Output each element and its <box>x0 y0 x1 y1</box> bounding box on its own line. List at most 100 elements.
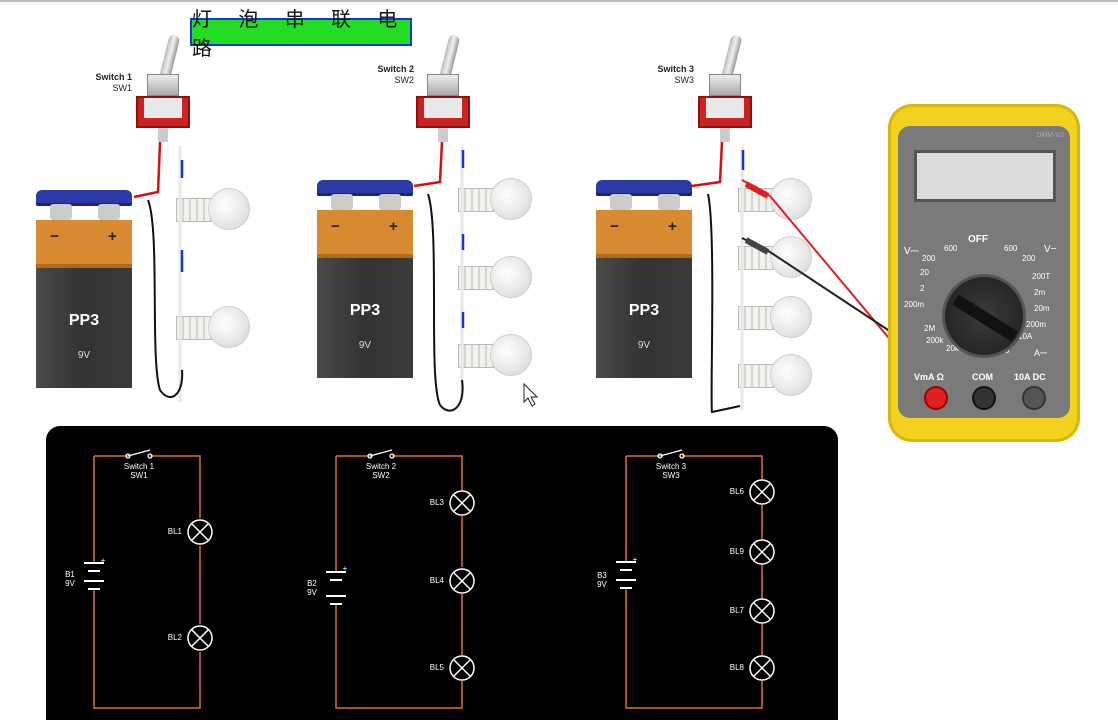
battery-plus-sign: + <box>668 218 677 235</box>
port-com-socket[interactable] <box>972 386 996 410</box>
schematic-battery-1-label: B1 9V <box>60 570 80 588</box>
page-title: 灯 泡 串 联 电 路 <box>190 7 412 60</box>
bulb-glass <box>490 334 532 376</box>
schematic-switch-2-name: Switch 2 <box>365 462 397 471</box>
schematic-lamp-label: BL3 <box>429 498 444 507</box>
switch-body <box>698 96 752 128</box>
bulb-bl3[interactable] <box>458 178 536 224</box>
schematic-lamp-label: BL6 <box>729 487 744 496</box>
range-off-label: OFF <box>968 234 988 245</box>
switch-nut <box>427 74 459 96</box>
schematic-switch-3-label: Switch 3 SW3 <box>640 462 702 480</box>
battery-terminal <box>658 194 680 210</box>
switch-2-ref: SW2 <box>394 75 414 85</box>
bulb-bl9[interactable] <box>738 236 816 282</box>
range-label: 2 <box>920 284 925 293</box>
switch-1-label: Switch 1 SW1 <box>80 72 132 94</box>
battery-label-band <box>596 210 692 258</box>
switch-1-name: Switch 1 <box>95 72 132 82</box>
bulb-bl1[interactable] <box>176 188 254 234</box>
schematic-battery-2-ref: B2 <box>307 579 317 588</box>
battery-terminal <box>610 194 632 210</box>
schematic-wires <box>93 455 763 709</box>
port-vma-socket[interactable] <box>924 386 948 410</box>
range-label: 600 <box>944 244 958 253</box>
schematic-switch-3-name: Switch 3 <box>655 462 687 471</box>
schematic-lamp-label: BL4 <box>429 576 444 585</box>
window-top-border <box>0 0 1118 2</box>
schematic-lamp-label: BL1 <box>167 527 182 536</box>
range-label: 2M <box>924 324 936 333</box>
schematic-battery-1-voltage: 9V <box>65 579 75 588</box>
multimeter[interactable]: DMM-V2 OFF V⎓ 600 200 20 2 200m 2M 200k … <box>888 104 1080 442</box>
range-vdc-label: V⎓ <box>904 246 919 257</box>
battery-minus-sign: − <box>50 228 59 245</box>
schematic-lamp-label: BL5 <box>429 663 444 672</box>
battery-voltage: 9V <box>637 340 651 351</box>
battery-voltage: 9V <box>77 350 91 361</box>
schematic-battery-3-ref: B3 <box>597 571 607 580</box>
switch-1-ref: SW1 <box>112 83 132 93</box>
battery-label-band <box>317 210 413 258</box>
battery-cap <box>36 190 132 206</box>
schematic-switch-2-label: Switch 2 SW2 <box>350 462 412 480</box>
range-adc-label: A⎓ <box>1034 348 1048 358</box>
bulb-socket <box>738 188 774 212</box>
schematic-switch-1-name: Switch 1 <box>123 462 155 471</box>
battery-label-band <box>36 220 132 268</box>
toggle-switch-1[interactable] <box>136 34 190 144</box>
port-10a-socket[interactable] <box>1022 386 1046 410</box>
range-label: 200k <box>926 336 944 345</box>
battery-model: PP3 <box>349 302 381 319</box>
bulb-bl2[interactable] <box>176 306 254 352</box>
battery-terminal <box>331 194 353 210</box>
battery-cap <box>596 180 692 196</box>
bulb-socket <box>176 198 212 222</box>
mouse-cursor <box>523 382 539 407</box>
schematic-switch-2-ref: SW2 <box>372 471 390 480</box>
schematic-switches <box>125 449 685 459</box>
bulb-glass <box>770 236 812 278</box>
bulb-bl5[interactable] <box>458 334 536 380</box>
bulb-bl6[interactable] <box>738 178 816 224</box>
wire-red <box>691 141 724 188</box>
battery-terminal <box>98 204 120 220</box>
bulb-bl4[interactable] <box>458 256 536 302</box>
range-label: 200T <box>1032 272 1051 281</box>
battery-terminal <box>50 204 72 220</box>
battery-body <box>596 258 692 378</box>
toggle-switch-3[interactable] <box>698 34 752 144</box>
bulb-bl7[interactable] <box>738 296 816 342</box>
range-label: 200m <box>1026 320 1047 329</box>
switch-pin <box>438 128 448 142</box>
switch-3-label: Switch 3 SW3 <box>642 64 694 86</box>
battery-cap <box>317 180 413 196</box>
port-label-10a: 10A DC <box>1014 372 1046 382</box>
schematic-lamps <box>187 479 775 681</box>
bulb-socket <box>458 188 494 212</box>
schematic-switch-3-ref: SW3 <box>662 471 680 480</box>
schematic-battery-2-voltage: 9V <box>307 588 317 597</box>
bulb-socket <box>458 266 494 290</box>
range-label: 2m <box>1034 288 1046 297</box>
wire-red <box>413 141 444 188</box>
switch-nut <box>709 74 741 96</box>
switch-body <box>416 96 470 128</box>
range-vac-label: V~ <box>1044 244 1057 255</box>
toggle-switch-2[interactable] <box>416 34 470 144</box>
multimeter-brand: DMM-V2 <box>1036 132 1064 139</box>
switch-body <box>136 96 190 128</box>
bulb-socket <box>738 246 774 270</box>
schematic-lamp-label: BL2 <box>167 633 182 642</box>
schematic-battery-plus: + <box>632 555 638 564</box>
battery-plus-sign: + <box>108 228 117 245</box>
range-label: 20m <box>1034 304 1050 313</box>
port-label-vma: VmA Ω <box>914 372 944 382</box>
schematic-batteries <box>84 561 636 605</box>
bulb-socket <box>458 344 494 368</box>
schematic-lamp-label: BL7 <box>729 606 744 615</box>
schematic-battery-3-voltage: 9V <box>597 580 607 589</box>
bulb-glass <box>770 354 812 396</box>
bulb-socket <box>176 316 212 340</box>
bulb-bl8[interactable] <box>738 354 816 400</box>
